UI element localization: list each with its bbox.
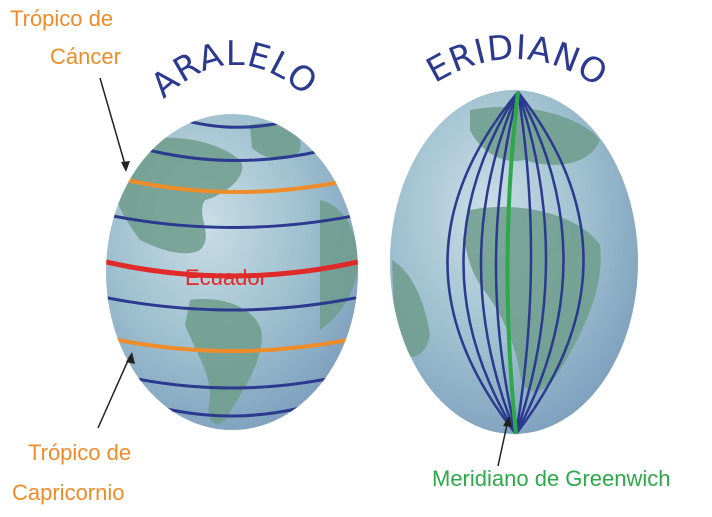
tropic-of-cancer-label-line2: Cáncer xyxy=(50,44,121,69)
greenland-shape xyxy=(250,122,301,160)
right-globe xyxy=(390,90,638,467)
west-land-shape xyxy=(392,260,430,357)
meridian-line-5 xyxy=(514,91,533,434)
meridian-line-1 xyxy=(446,91,519,434)
parallel-line-2 xyxy=(138,146,327,162)
parallel-line-3 xyxy=(106,213,358,229)
left-globe-continents xyxy=(109,122,358,424)
meridian-line-4 xyxy=(494,91,520,434)
parallel-lines xyxy=(106,114,358,418)
cancer-pointer-arrow xyxy=(99,77,127,169)
tropic-of-cancer-line xyxy=(116,176,352,194)
meridian-line-3 xyxy=(479,91,520,434)
equator-label: Ecuador xyxy=(185,265,267,290)
capricorn-pointer-arrow xyxy=(97,355,131,429)
parallel-line-6 xyxy=(160,406,302,418)
tropic-of-cancer-label-line1: Trópico de xyxy=(10,6,114,31)
tropic-of-capricorn-line xyxy=(116,338,350,353)
meridian-line-2 xyxy=(462,91,520,434)
equator-line xyxy=(106,259,358,279)
greenwich-pointer-arrowhead xyxy=(503,416,512,427)
parallel-line-4 xyxy=(106,296,357,312)
meridian-line-7 xyxy=(514,91,565,434)
meridian-line-6 xyxy=(514,91,548,434)
south-america-shape xyxy=(185,299,262,424)
europe-shape xyxy=(470,106,600,165)
parallel-line-5 xyxy=(130,376,334,390)
greenwich-meridian-line xyxy=(505,91,520,435)
capricorn-pointer-arrowhead xyxy=(126,352,135,364)
north-america-shape xyxy=(109,137,243,254)
meridian-lines xyxy=(446,91,585,434)
greenwich-pointer-arrow xyxy=(497,419,509,467)
cancer-pointer-arrowhead xyxy=(121,161,130,172)
tropic-of-capricorn-label-line1: Trópico de xyxy=(28,440,132,465)
tropic-of-capricorn-label-line2: Capricornio xyxy=(12,480,125,505)
meridian-line-8 xyxy=(515,91,585,434)
left-globe xyxy=(97,77,358,430)
greenwich-label: Meridiano de Greenwich xyxy=(432,466,671,491)
